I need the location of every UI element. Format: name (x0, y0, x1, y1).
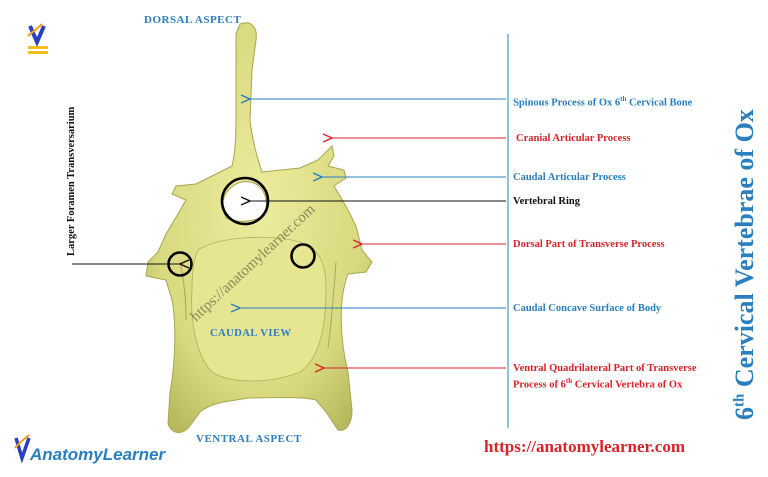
label-larger-foramen: Larger Foramen Transversarium (66, 106, 77, 256)
right-foramen-circle (290, 243, 316, 269)
label-ventral-quadrilateral-2: Process of 6th Cervical Vertebra of Ox (513, 377, 683, 391)
bottom-url-link[interactable]: https://anatomylearner.com (484, 437, 685, 456)
page-title: 6th Cervical Vertebrae of Ox (730, 109, 759, 420)
ventral-aspect-label: VENTRAL ASPECT (196, 433, 302, 445)
label-dorsal-transverse: Dorsal Part of Transverse Process (513, 239, 665, 250)
dorsal-aspect-label: DORSAL ASPECT (144, 14, 242, 26)
label-ventral-quadrilateral-1: Ventral Quadrilateral Part of Transverse (513, 363, 697, 374)
brand-logo-icon (14, 434, 31, 464)
label-cranial-articular: Cranial Articular Process (516, 133, 631, 144)
vertebra-bone (145, 22, 373, 433)
caudal-view-label: CAUDAL VIEW (210, 328, 292, 339)
label-spinous-process: Spinous Process of Ox 6th Cervical Bone (513, 95, 693, 109)
label-vertebral-ring: Vertebral Ring (513, 196, 580, 207)
label-caudal-articular: Caudal Articular Process (513, 172, 626, 183)
brand-name: AnatomyLearner (30, 445, 166, 464)
small-logo-icon (27, 23, 48, 54)
label-caudal-concave: Caudal Concave Surface of Body (513, 303, 662, 314)
